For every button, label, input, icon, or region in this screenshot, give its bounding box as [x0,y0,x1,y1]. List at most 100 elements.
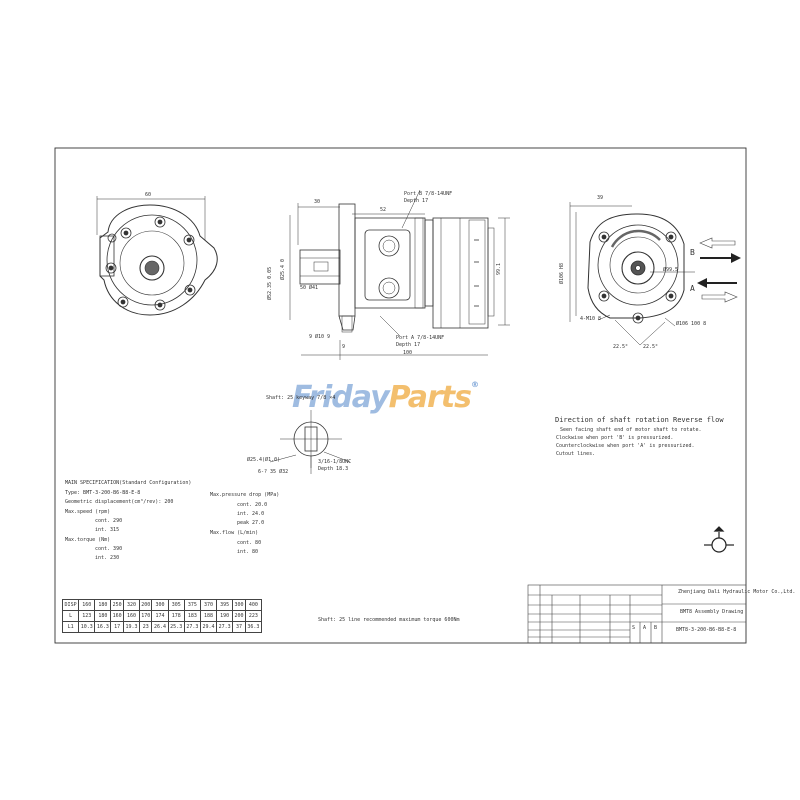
spec-pressure-cont: cont. 20.0 [237,502,268,508]
side-view [289,189,510,360]
watermark-part2: Parts [388,380,472,415]
dim-mid-top-left: 30 [314,199,321,205]
rotation-line-3: Counterclockwise when port 'A' is pressu… [556,443,695,449]
port-b-label: Port B 7/8-14UNF [404,191,453,197]
title-cell-b: B [654,625,658,631]
spec-pressure-peak: peak 27.0 [237,520,265,526]
dim-right-lower2: Ø106 100 8 [676,321,707,327]
spec-torque-cont: cont. 390 [95,546,123,552]
watermark-part1: Friday [292,380,390,415]
table-cell: 305 [167,599,185,611]
title-cell-a: A [643,625,647,631]
table-cell: 27.3 [183,621,201,633]
port-a-arrow-label: A [690,284,695,293]
table-cell: 250 [110,599,124,611]
rotation-title: Direction of shaft rotation Reverse flow [555,416,724,424]
angle-left: 22.5° [613,344,629,350]
dim-9b: 9 [342,344,346,350]
section-d2: 6-? 35 Ø32 [258,469,289,475]
table-cell: 160 [78,599,96,611]
watermark-logo: FridayParts® [292,380,479,415]
spec-pressure-label: Max.pressure drop (MPa) [210,492,280,498]
table-cell: 300 [232,599,246,611]
torque-note: Shaft: 25 line recommended maximum torqu… [318,617,460,623]
spec-torque-int: int. 230 [95,555,120,561]
table-cell: 190 [216,610,234,622]
dim-left-top: 60 [145,192,152,198]
table-cell: 17 [110,621,124,633]
table-cell: 123 [78,610,96,622]
table-cell: 23 [139,621,153,633]
table-cell: 16.3 [94,621,112,633]
table-cell: 29.4 [199,621,218,633]
spec-flow-label: Max.flow (L/min) [210,530,259,536]
section-d4: Depth 18.3 [318,466,349,472]
dim-41: 50 Ø41 [300,285,319,291]
table-cell: 160 [110,610,124,622]
section-d1: Ø25.4(Ø1.0) [247,457,281,463]
table-cell: L1 [61,621,80,633]
dim-right-center: Ø99.5 [663,267,679,273]
rotation-line-2: Clockwise when port 'B' is pressurized. [556,435,674,441]
spec-flow-int: int. 80 [237,549,259,555]
rear-view [569,202,695,346]
table-cell: 375 [183,599,201,611]
rotation-line-4: Cutout lines. [556,451,596,457]
table-cell: 36.3 [244,621,263,633]
rotation-line-1: Seen facing shaft end of motor shaft to … [560,427,702,433]
table-cell: 320 [122,599,141,611]
table-cell: 395 [216,599,234,611]
table-cell: DISP [61,599,80,611]
title-block-grid [527,584,747,644]
shaft-section [269,410,351,474]
port-b-arrow-label: B [690,248,695,257]
table-cell: 300 [151,599,169,611]
table-cell: 178 [167,610,185,622]
dim-right-left: Ø106 H8 [559,262,565,284]
dim-mid-top-right: 52 [380,207,387,213]
table-cell: 223 [244,610,263,622]
dim-right-lower: 4-M10 8 [580,316,602,322]
table-cell: 400 [244,599,263,611]
table-cell: 370 [199,599,218,611]
port-b-depth: Depth 17 [404,198,429,204]
table-cell: 170 [139,610,153,622]
spec-type: Type: BMT-3-200-B6-B8-E-8 [65,490,141,496]
port-a-label: Port A 7/8-14UNF [396,335,445,341]
dim-dia-25: Ø25.4 0 [280,258,286,280]
angle-right: 22.5° [643,344,659,350]
spec-speed-cont: cont. 290 [95,518,123,524]
spec-flow-cont: cont. 80 [237,540,262,546]
dim-height: 99.1 [496,262,502,275]
spec-title: MAIN SPECIFICATION(Standard Configuratio… [65,480,192,486]
table-cell: 26.4 [151,621,169,633]
spec-torque-label: Max.torque (Nm) [65,537,111,543]
table-cell: 180 [94,610,112,622]
section-title: Shaft: 25 keyway 7/8 ×4 [266,395,336,401]
title-cell-s: S [632,625,636,631]
spec-pressure-int: int. 24.0 [237,511,265,517]
table-cell: 25.3 [167,621,185,633]
table-cell: 27.3 [216,621,234,633]
table-cell: 10.3 [78,621,96,633]
section-d3: 3/16-1/8UNC [318,459,352,465]
table-cell: 180 [94,599,112,611]
dim-dia-52: Ø52.35 0.05 [267,266,273,300]
table-cell: 183 [183,610,201,622]
port-a-depth: Depth 17 [396,342,421,348]
drawing-title: BMT8 Assembly Drawing [680,609,744,615]
table-cell: 160 [122,610,141,622]
table-cell: 200 [232,610,246,622]
spec-speed-int: int. 315 [95,527,120,533]
company-name: Zhenjiang Dali Hydraulic Motor Co.,Ltd. [678,589,796,595]
hydraulic-motor-symbol [704,526,734,553]
drawing-frame [54,147,747,644]
dim-right-top: 39 [597,195,604,201]
spec-speed-label: Max.speed (rpm) [65,509,111,515]
table-cell: 188 [199,610,218,622]
